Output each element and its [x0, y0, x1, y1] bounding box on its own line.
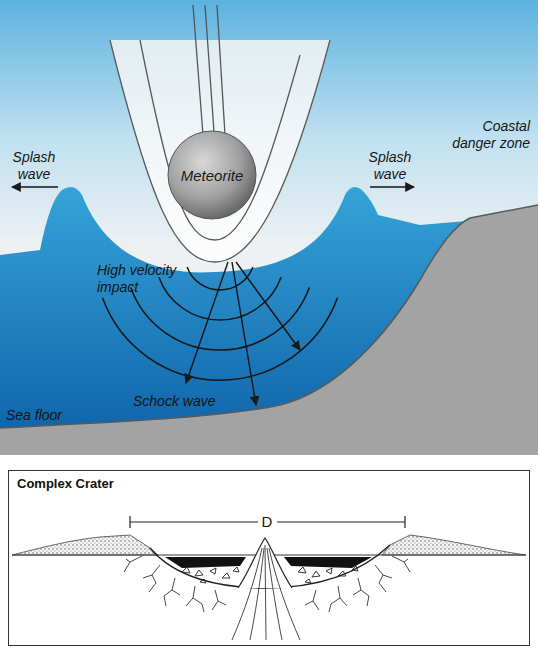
shock-envelope [110, 40, 330, 262]
sea-floor-label: Sea floor [6, 407, 96, 424]
splash-arrow [12, 186, 58, 187]
splash-arrow [370, 186, 414, 187]
dimension-tick [129, 516, 130, 528]
peak-uplift-lines [232, 545, 300, 640]
dimension-line [277, 521, 405, 522]
dimension-line [130, 521, 258, 522]
panel-heading: Complex Crater [17, 476, 521, 491]
shock-envelope [140, 40, 300, 240]
meteorite-body [168, 131, 256, 219]
sea-water [0, 187, 538, 455]
meteorite-circle: Meteorite [167, 130, 257, 220]
impact-cavity [110, 40, 330, 262]
sea-floor-line [0, 205, 538, 428]
sky [0, 0, 538, 455]
fractures [124, 556, 410, 612]
trajectory-line [193, 5, 203, 135]
splash-wave-label: Splash wave [6, 149, 62, 183]
meteorite-label: Meteorite [181, 167, 244, 184]
splash-wave-label: Splash wave [362, 149, 418, 183]
shock-wave-arc [131, 288, 310, 351]
ejecta-rim [382, 535, 526, 555]
dimension-label: D [252, 513, 282, 530]
shock-arrow [186, 262, 228, 383]
crater-panel-box: Complex Crater [8, 470, 530, 646]
trajectory-line [205, 5, 214, 132]
land-and-sea-floor [0, 205, 538, 455]
shock-wave-label: Schock wave [133, 393, 253, 410]
melt-layer [165, 557, 246, 568]
trajectory-line [217, 5, 225, 135]
impact-label: High velocity impact [97, 262, 207, 296]
shock-arrow [236, 262, 300, 350]
melt-layer [284, 557, 372, 568]
shock-wave-arc [103, 298, 338, 380]
ejecta-rim [12, 535, 158, 555]
coastal-zone-label: Coastal danger zone [445, 118, 530, 152]
dimension-tick [404, 516, 405, 528]
